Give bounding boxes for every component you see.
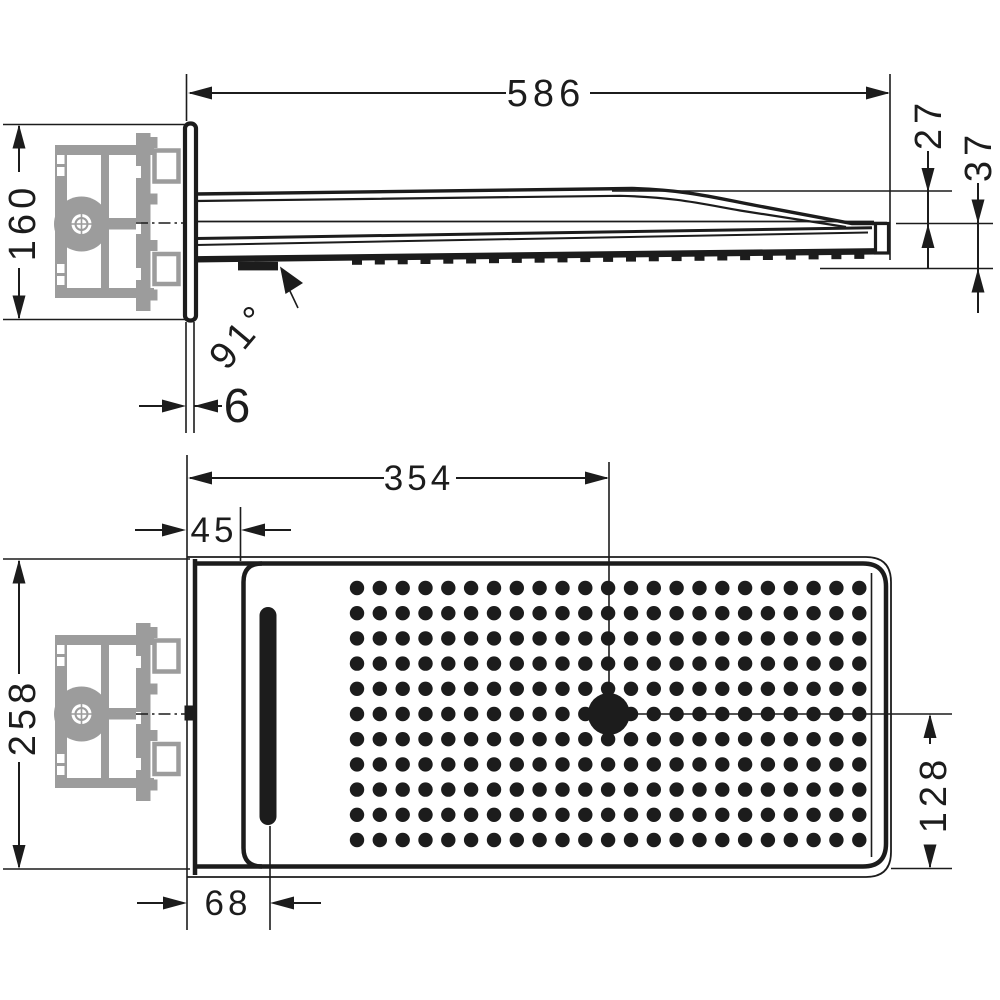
dim-plate-height-plan: 258 [2,559,44,869]
dim-label-6: 6 [224,380,251,433]
extension-lines-side [3,74,993,433]
front-cap [873,221,891,255]
dim-wall-to-slot: 68 [137,884,321,923]
dim-label-160: 160 [2,183,44,261]
nozzle-row-side [352,254,865,265]
dim-label-45: 45 [191,511,238,550]
dim-overall-width: 586 [188,73,890,115]
face-plate-edge [241,561,263,869]
dim-wall-to-faceplate: 45 [135,511,291,550]
plan-view: 354 45 258 68 128 [2,455,955,930]
dim-label-586: 586 [507,73,585,115]
wall-plate-side [182,121,199,323]
dim-front-height: 37 [958,130,1000,313]
dim-label-27: 27 [908,98,950,150]
dim-plate-height: 160 [2,124,44,320]
dim-label-258: 258 [2,678,44,756]
waterfall-slot-side [238,261,278,271]
concealed-mounting-bracket [54,133,179,311]
concealed-mounting-bracket-plan [54,623,179,801]
shower-head-plan-outline [184,455,892,930]
dim-center-to-front: 128 [913,714,955,869]
dim-label-128: 128 [913,755,955,833]
dim-label-91: 91° [201,295,280,378]
waterfall-slot [259,607,277,825]
shower-head-profile [195,186,891,271]
centerline-marker [184,705,193,721]
dim-wall-to-center: 354 [188,459,609,498]
spray-nozzle-dots [349,580,867,848]
dim-spray-angle: 91° [201,266,303,378]
extension-lines-plan [3,507,952,930]
spray-face-edge [195,248,877,263]
dim-label-37: 37 [958,130,1000,182]
side-view: 586 160 27 37 6 [2,73,1000,433]
dim-plate-thickness: 6 [139,380,250,433]
dim-label-68: 68 [205,884,252,923]
dim-label-354: 354 [384,459,454,498]
dim-head-drop: 27 [908,98,950,268]
